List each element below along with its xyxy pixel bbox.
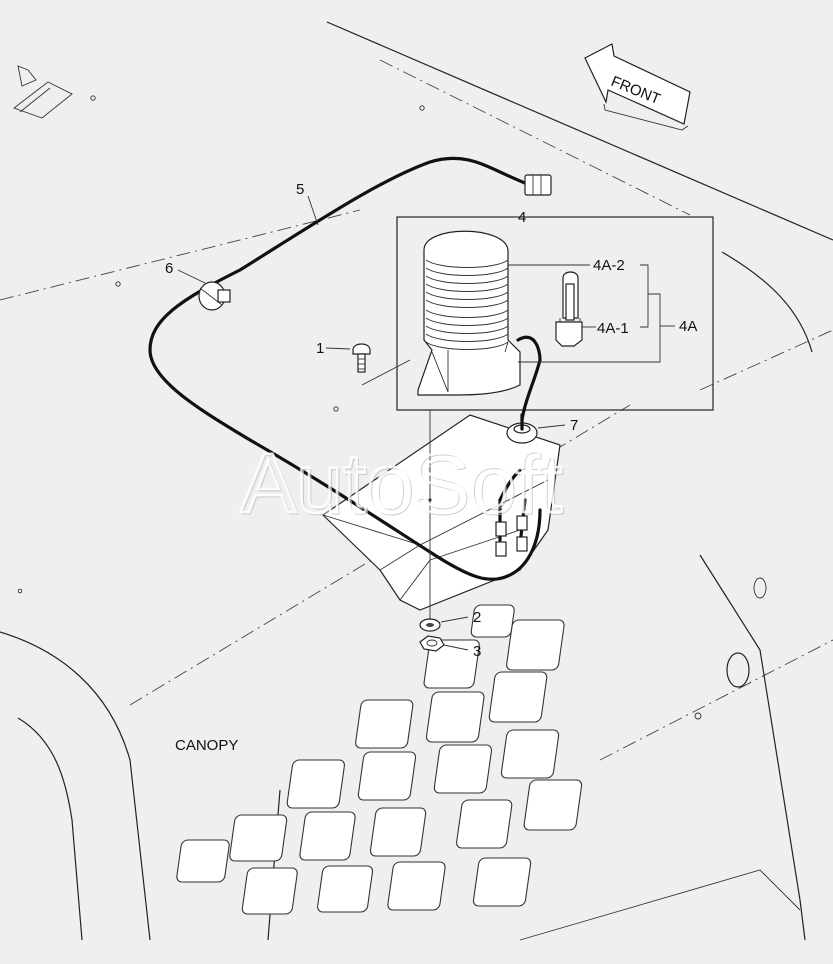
- canopy-label: CANOPY: [175, 737, 238, 754]
- callout-4: 4: [518, 209, 526, 226]
- wire-harness: [148, 156, 542, 581]
- beacon-assembly-box: [396, 216, 714, 411]
- callout-2: 2: [473, 609, 481, 626]
- harness-connector: [524, 174, 552, 196]
- bulb-part: [555, 271, 583, 347]
- callout-6: 6: [165, 260, 173, 277]
- callout-4a-1: 4A-1: [597, 320, 629, 337]
- bolt-part: [352, 343, 371, 373]
- clamp-part: [198, 281, 231, 311]
- beacon-bracket: [322, 414, 561, 611]
- watermark: AutoSoft: [240, 436, 562, 530]
- callout-4a-2: 4A-2: [593, 257, 625, 274]
- beacon-lamp-part: [417, 230, 542, 422]
- callout-5: 5: [296, 181, 304, 198]
- callout-3: 3: [473, 643, 481, 660]
- callout-4a: 4A: [679, 318, 697, 335]
- watermark-outline: AutoSoft: [242, 438, 564, 532]
- callout-1: 1: [316, 340, 324, 357]
- callout-leaders: [177, 195, 675, 651]
- washer-part: [419, 618, 441, 632]
- front-arrow-icon: FRONT: [584, 43, 691, 131]
- callout-7: 7: [570, 417, 578, 434]
- roof-grid-panel: [176, 604, 583, 915]
- bracket-connectors: [495, 515, 528, 557]
